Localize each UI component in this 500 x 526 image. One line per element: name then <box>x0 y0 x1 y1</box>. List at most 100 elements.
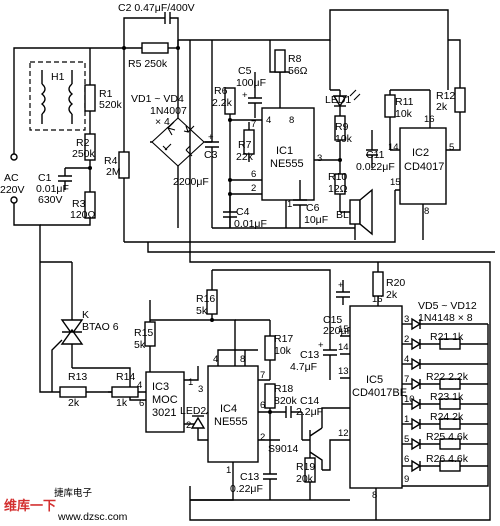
svg-text:R14: R14 <box>116 371 135 383</box>
svg-text:R13: R13 <box>68 371 87 383</box>
svg-text:4: 4 <box>404 354 409 365</box>
r1-resistor <box>84 84 96 112</box>
svg-text:7: 7 <box>251 119 256 130</box>
svg-text:8: 8 <box>372 490 377 501</box>
svg-text:6: 6 <box>404 454 409 465</box>
bridge-rectifier: VD1 ~ VD4 1N4007 × 4 <box>131 48 212 228</box>
vd11-diode <box>411 437 422 451</box>
svg-text:C6: C6 <box>306 202 320 214</box>
svg-text:CD4017BE: CD4017BE <box>352 387 407 399</box>
svg-text:5k: 5k <box>196 305 208 317</box>
svg-text:1: 1 <box>188 377 193 388</box>
svg-text:2: 2 <box>404 334 409 345</box>
svg-text:IC5: IC5 <box>366 374 383 386</box>
ac-terminal-bottom <box>10 196 18 204</box>
svg-text:+: + <box>242 90 248 101</box>
svg-text:1: 1 <box>287 199 292 210</box>
r20-resistor <box>372 271 384 297</box>
svg-text:22k: 22k <box>236 151 254 163</box>
svg-text:NE555: NE555 <box>270 158 304 170</box>
svg-text:LED1: LED1 <box>325 94 351 106</box>
svg-text:4: 4 <box>137 380 142 391</box>
ic2-section: IC2 CD4017 16 14 5 15 8 R12 2k <box>388 39 466 240</box>
svg-text:56Ω: 56Ω <box>288 65 308 77</box>
c2-label: C2 0.47μF/400V <box>118 2 195 14</box>
svg-text:NE555: NE555 <box>214 416 248 428</box>
svg-text:R4: R4 <box>104 155 118 167</box>
diode-resistor-ladder: VD5 ~ VD12 1N4148 × 8 R21 1k R22 2.2 <box>402 300 489 487</box>
ladder-row-5: R23 1k <box>402 391 488 411</box>
c2-r5-input: C2 0.47μF/400V R5 250k <box>118 2 195 70</box>
supply-rail-lower <box>189 40 491 521</box>
svg-text:× 4: × 4 <box>155 116 170 128</box>
svg-text:2k: 2k <box>436 101 448 113</box>
svg-text:C14: C14 <box>300 395 319 407</box>
svg-text:520k: 520k <box>99 99 123 111</box>
svg-text:R1: R1 <box>99 88 113 100</box>
svg-text:820k: 820k <box>274 395 298 407</box>
vd5-diode <box>411 317 422 331</box>
svg-text:12Ω: 12Ω <box>328 183 348 195</box>
svg-text:13: 13 <box>338 366 349 377</box>
svg-text:2: 2 <box>260 432 265 443</box>
ac-voltage-label: 220V <box>0 184 25 196</box>
c15-capacitor <box>336 280 350 305</box>
vd8-diode <box>411 377 422 391</box>
svg-text:R10: R10 <box>328 171 347 183</box>
svg-text:K: K <box>82 309 89 321</box>
svg-text:R22 2.2k: R22 2.2k <box>426 371 469 383</box>
svg-text:100μF: 100μF <box>236 77 266 89</box>
svg-text:250k: 250k <box>72 148 96 160</box>
svg-text:R8: R8 <box>288 53 302 65</box>
svg-text:C3: C3 <box>204 149 218 161</box>
ic1-chip <box>261 107 315 201</box>
svg-text:7: 7 <box>260 370 265 381</box>
svg-text:0.01μF: 0.01μF <box>234 218 267 230</box>
triac-section: K BTAO 6 R13 2k R14 1k <box>39 261 146 409</box>
svg-text:+: + <box>318 340 324 351</box>
supply-rail-top <box>178 9 449 90</box>
ladder-row-8: R26 4.6k <box>402 453 488 473</box>
svg-text:R19: R19 <box>296 461 315 473</box>
watermark-logo: 维库一下 <box>4 498 56 514</box>
svg-text:3021: 3021 <box>152 407 176 419</box>
svg-text:6: 6 <box>260 400 265 411</box>
r8-resistor <box>274 49 286 73</box>
svg-text:+: + <box>338 280 344 291</box>
svg-text:10: 10 <box>404 394 415 405</box>
svg-text:MOC: MOC <box>152 394 178 406</box>
ac-input-section: AC 220V <box>0 47 124 330</box>
svg-text:10k: 10k <box>274 345 292 357</box>
r16-group: R16 5k <box>150 289 236 368</box>
svg-text:R17: R17 <box>274 333 293 345</box>
ladder-row-2: R21 1k <box>402 331 488 351</box>
svg-text:3: 3 <box>317 153 322 164</box>
svg-text:R3: R3 <box>72 198 86 210</box>
c4-capacitor <box>223 194 237 228</box>
c1-capacitor <box>58 175 72 182</box>
vd6-diode <box>411 337 422 351</box>
svg-text:4: 4 <box>213 354 218 365</box>
led1-diode <box>332 95 348 108</box>
svg-text:10k: 10k <box>335 133 353 145</box>
svg-text:3: 3 <box>404 314 409 325</box>
ladder-row-1 <box>402 317 488 331</box>
ic5-support-network: + C13 4.7μF + C15 220μF R20 2k <box>290 262 405 380</box>
h1-transformer: H1 <box>29 61 86 131</box>
svg-text:6: 6 <box>251 169 256 180</box>
c13b-capacitor <box>263 460 277 500</box>
svg-text:C13: C13 <box>300 349 319 361</box>
c6-capacitor <box>293 180 307 228</box>
svg-text:8: 8 <box>424 206 429 217</box>
svg-text:630V: 630V <box>38 194 63 206</box>
ic3-chip <box>145 371 185 433</box>
svg-text:R21 1k: R21 1k <box>430 331 464 343</box>
watermark-tag: 捷库电子 <box>54 487 93 499</box>
svg-text:2M: 2M <box>106 166 121 178</box>
svg-text:R2: R2 <box>76 137 90 149</box>
svg-text:+: + <box>208 132 214 143</box>
r11-resistor <box>384 94 396 118</box>
ladder-row-7: R25 4.6k <box>402 431 488 451</box>
svg-text:LED2: LED2 <box>180 405 206 417</box>
svg-text:3: 3 <box>198 384 203 395</box>
